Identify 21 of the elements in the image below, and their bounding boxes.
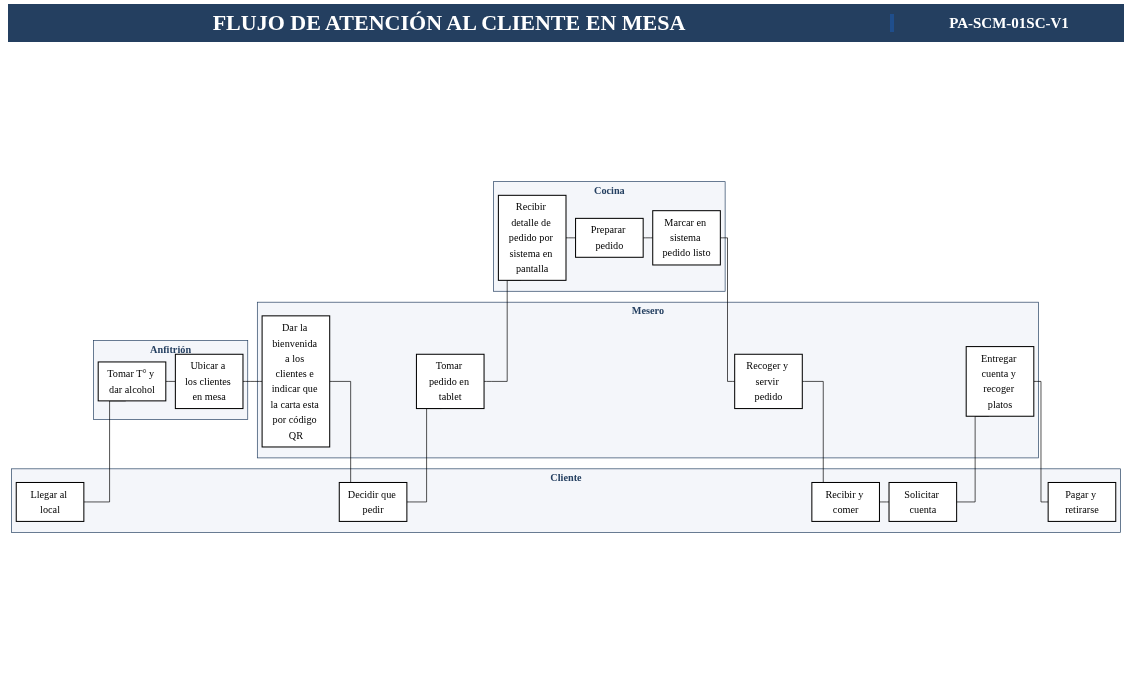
node-box: Entregar cuenta y recoger platos [965, 346, 1035, 417]
node-box: Tomar T° y dar alcohol [97, 361, 167, 402]
node-box: Recibir y comer [811, 482, 880, 522]
connector [1033, 381, 1049, 503]
node-box: Llegar al local [15, 482, 85, 522]
node-box: Decidir que pedir [338, 482, 408, 522]
connector [242, 381, 263, 382]
node-box: Tomar pedido en tablet [415, 353, 485, 410]
node-box: Marcar en sistema pedido listo [652, 210, 721, 266]
node-box: Recoger y servir pedido [734, 353, 803, 410]
connector [720, 237, 735, 382]
node-box: Preparar pedido [575, 217, 644, 258]
document-code: PA-SCM-01SC-V1 [949, 15, 1069, 31]
node-box: Ubicar a los clientes en mesa [174, 353, 244, 410]
diagram-title: FLUJO DE ATENCIÓN AL CLIENTE EN MESA [211, 10, 687, 36]
node-box: Pagar y retirarse [1047, 482, 1117, 522]
connector [165, 381, 176, 382]
connector [879, 501, 890, 503]
node-box: Recibir detalle de pedido por sistema en pantalla [497, 194, 567, 281]
node-box: Dar la bienvenida a los clientes e indicar que la carta esta por código QR [261, 315, 331, 448]
node-box: Solicitar cuenta [888, 482, 958, 522]
